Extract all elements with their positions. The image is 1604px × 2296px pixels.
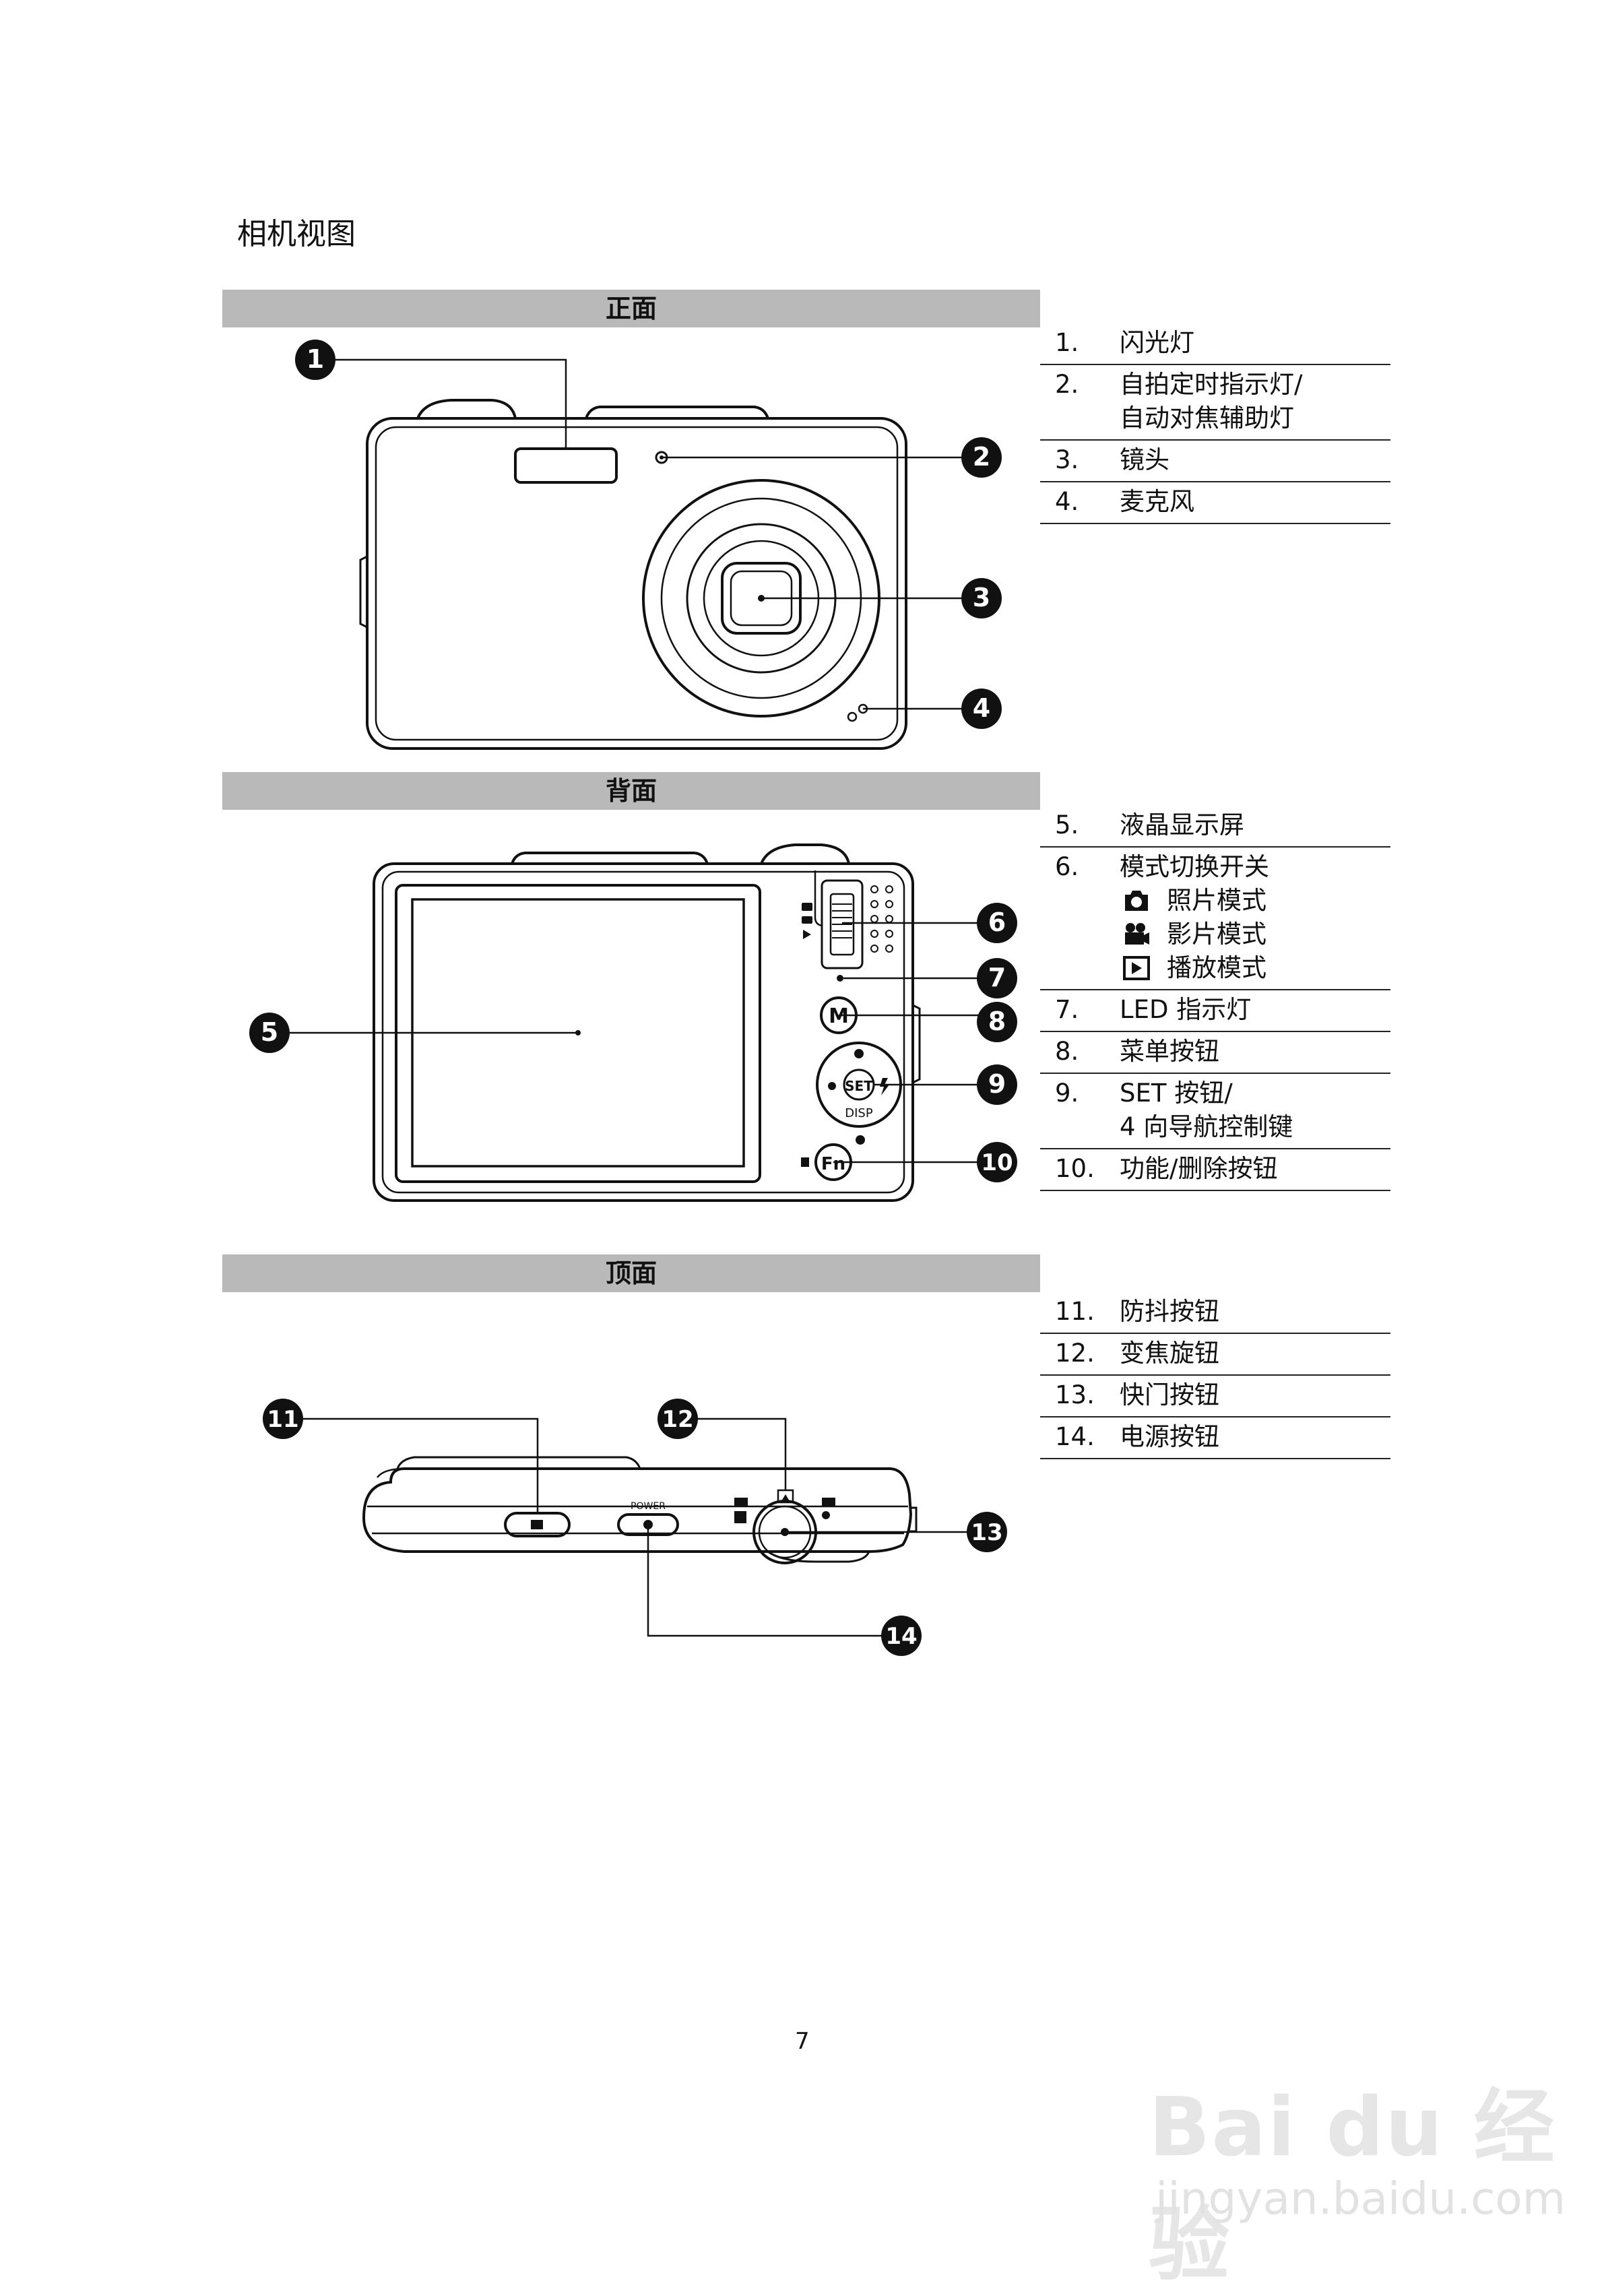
legend-item: 12.变焦旋钮 (1040, 1334, 1390, 1376)
callout-9: 9 (977, 1064, 1017, 1105)
svg-text:POWER: POWER (631, 1501, 666, 1512)
legend-front: 1.闪光灯 2.自拍定时指示灯/ 自动对焦辅助灯 3.镜头 4.麦克风 (1040, 323, 1390, 524)
svg-text:Fn: Fn (821, 1154, 845, 1174)
svg-text:14: 14 (885, 1623, 917, 1650)
section-header-back: 背面 (222, 772, 1040, 810)
svg-text:DISP: DISP (845, 1106, 873, 1120)
legend-item: 13.快门按钮 (1040, 1376, 1390, 1417)
legend-item: 8.菜单按钮 (1040, 1032, 1390, 1074)
play-icon (1123, 956, 1150, 980)
legend-item: 14.电源按钮 (1040, 1417, 1390, 1459)
svg-text:13: 13 (971, 1519, 1002, 1546)
legend-top: 11.防抖按钮 12.变焦旋钮 13.快门按钮 14.电源按钮 (1040, 1292, 1390, 1459)
svg-text:M: M (829, 1004, 849, 1028)
legend-item: 2.自拍定时指示灯/ 自动对焦辅助灯 (1040, 365, 1390, 441)
svg-text:SET: SET (845, 1078, 873, 1094)
page-number: 7 (795, 2028, 810, 2055)
section-header-top: 顶面 (222, 1254, 1040, 1292)
camera-top-diagram: POWER 11 12 13 14 (263, 1399, 1007, 1656)
section-header-front: 正面 (222, 290, 1040, 327)
callout-14: 14 (881, 1616, 922, 1656)
legend-item: 9.SET 按钮/ 4 向导航控制键 (1040, 1074, 1390, 1149)
callout-1: 1 (295, 340, 335, 380)
legend-item: 3.镜头 (1040, 441, 1390, 482)
legend-item: 6.模式切换开关 照片模式 影片模式 播放模式 (1040, 848, 1390, 990)
callout-5: 5 (249, 1013, 290, 1053)
legend-item: 10.功能/删除按钮 (1040, 1149, 1390, 1191)
legend-item: 5.液晶显示屏 (1040, 806, 1390, 848)
watermark-logo: Bai du 经验 (1149, 2081, 1556, 2292)
legend-back: 5.液晶显示屏 6.模式切换开关 照片模式 影片模式 播放模式 (1040, 806, 1390, 1191)
legend-item: 7.LED 指示灯 (1040, 990, 1390, 1032)
callout-7: 7 (977, 958, 1017, 998)
svg-text:7: 7 (988, 963, 1006, 992)
callout-10: 10 (977, 1142, 1017, 1182)
callout-3: 3 (961, 578, 1002, 618)
camera-front-diagram: 1 2 3 4 (295, 340, 1002, 750)
legend-item: 1.闪光灯 (1040, 323, 1390, 365)
callout-11: 11 (263, 1399, 303, 1439)
camera-icon (1125, 891, 1148, 911)
callout-8: 8 (977, 1002, 1017, 1042)
watermark-url: jingyan.baidu.com (1155, 2173, 1566, 2225)
callout-6: 6 (977, 903, 1017, 943)
camera-back-diagram: M SET DISP Fn 5 6 7 8 9 1 (249, 843, 1017, 1202)
svg-text:11: 11 (267, 1406, 298, 1433)
callout-2: 2 (961, 437, 1002, 478)
svg-text:1: 1 (307, 344, 324, 374)
legend-item: 11.防抖按钮 (1040, 1292, 1390, 1334)
svg-text:6: 6 (988, 907, 1006, 937)
svg-text:12: 12 (662, 1406, 693, 1433)
video-camera-icon (1125, 923, 1149, 945)
svg-text:8: 8 (988, 1007, 1006, 1036)
page-title: 相机视图 (237, 217, 356, 251)
svg-text:9: 9 (988, 1069, 1006, 1099)
callout-4: 4 (961, 689, 1002, 729)
svg-text:10: 10 (981, 1149, 1013, 1176)
svg-text:5: 5 (261, 1017, 278, 1047)
callout-13: 13 (967, 1512, 1007, 1552)
svg-text:2: 2 (973, 442, 990, 472)
svg-text:4: 4 (973, 693, 990, 723)
callout-12: 12 (657, 1399, 698, 1439)
legend-item: 4.麦克风 (1040, 482, 1390, 524)
svg-text:3: 3 (973, 583, 990, 612)
